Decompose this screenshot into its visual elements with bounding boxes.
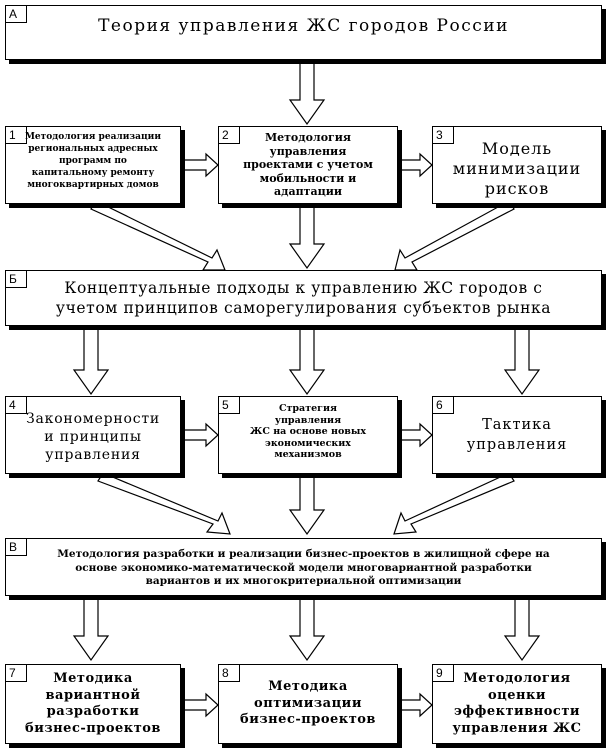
box-1-line: капитальному ремонту [31,168,155,178]
box-9-line: управления ЖС [452,720,582,736]
box-1-line: региональных адресных [28,144,158,154]
arrow-5-to-6 [397,422,433,448]
section-b-line: Концептуальные подходы к управлению ЖС г… [64,279,543,297]
box-6-line: Тактика [482,417,552,433]
box-7-line: вариантной [45,687,141,703]
box-7-line: разработки [46,704,140,719]
arrow-7-to-8 [180,692,219,718]
arrow-1-to-b [90,200,226,271]
box-6: 6 Тактика управления [432,396,602,474]
box-6-line: управления [466,437,568,453]
arrow-4-to-5 [180,422,219,448]
box-1-line: многоквартирных домов [27,180,159,190]
box-4-line: управления [45,447,141,463]
box-9-line: оценки [487,687,547,703]
box-4: 4 Закономерности и принципы управления [5,396,181,474]
arrow-2-to-b [288,203,326,270]
box-3-line: рисков [484,179,550,198]
box-7: 7 Методика вариантной разработки бизнес-… [5,664,181,744]
box-6-number: 6 [432,396,454,414]
box-8-line: оптимизации [254,695,362,711]
box-5-text: Стратегия управления ЖС на основе новых … [219,403,397,461]
box-8: 8 Методика оптимизации бизнес-проектов [218,664,398,744]
box-1-text: Методология реализации региональных адре… [6,131,180,191]
box-2-text: Методология управления проектами с учето… [219,131,397,199]
arrow-5-to-v [288,475,326,536]
box-4-number: 4 [5,396,27,414]
box-3-text: Модель минимизации рисков [433,139,601,199]
arrow-3-to-b [394,200,515,271]
box-7-line: Методика [53,671,133,686]
box-3-number: 3 [432,126,454,144]
arrow-b-to-5 [288,327,326,396]
box-1: 1 Методология реализации региональных ад… [5,126,181,204]
box-9-number: 9 [432,664,454,682]
arrow-a-to-2 [288,61,326,126]
box-2-number: 2 [218,126,240,144]
box-3-line: минимизации [452,159,582,178]
box-2-line: адаптации [273,185,343,198]
box-7-text: Методика вариантной разработки бизнес-пр… [6,671,180,737]
arrow-b-to-4 [72,327,110,396]
arrow-2-to-3 [397,152,433,178]
box-8-line: Методика [268,679,348,694]
box-8-number: 8 [218,664,240,682]
box-5-number: 5 [218,396,240,414]
section-a-tag: А [5,5,27,23]
arrow-6-to-v [393,472,515,535]
box-4-line: и принципы [44,429,142,445]
box-9-text: Методология оценки эффективности управле… [433,671,601,737]
box-5: 5 Стратегия управления ЖС на основе новы… [218,396,398,474]
box-2-line: мобильности и [259,171,357,185]
arrow-v-to-7 [72,597,110,662]
box-3: 3 Модель минимизации рисков [432,126,602,204]
box-2: 2 Методология управления проектами с уче… [218,126,398,204]
box-6-text: Тактика управления [433,415,601,455]
box-9: 9 Методология оценки эффективности управ… [432,664,602,744]
box-4-line: Закономерности [25,411,161,427]
section-v-tag: В [5,538,27,556]
section-a-box: А Теория управления ЖС городов России [5,5,602,60]
arrow-8-to-9 [397,692,433,718]
box-9-line: эффективности [453,704,581,719]
arrow-4-to-v [97,472,231,535]
section-v-line: вариантов и их многокритериальной оптими… [145,575,462,587]
box-7-line: бизнес-проектов [25,720,161,736]
box-8-line: бизнес-проектов [240,712,376,727]
section-v-text: Методология разработки и реализации бизн… [6,548,601,589]
box-7-number: 7 [5,664,27,682]
box-5-line: ЖС на основе новых [249,426,367,437]
arrow-v-to-8 [288,597,326,662]
section-b-text: Концептуальные подходы к управлению ЖС г… [6,278,601,318]
box-2-line: Методология [264,131,352,144]
section-b-tag: Б [5,270,27,288]
arrow-v-to-9 [503,597,541,662]
section-v-line: Методология разработки и реализации бизн… [57,548,550,560]
box-2-line: проектами с учетом [243,158,373,171]
box-1-number: 1 [5,126,27,144]
section-v-box: В Методология разработки и реализации би… [5,538,602,596]
box-8-text: Методика оптимизации бизнес-проектов [219,679,397,729]
box-1-line: программ по [59,156,127,166]
box-4-text: Закономерности и принципы управления [6,410,180,464]
box-5-line: механизмов [274,449,342,460]
box-2-line: управления [269,144,347,158]
box-3-line: Модель [481,139,553,158]
box-5-line: экономических [265,437,351,449]
arrow-1-to-2 [180,152,219,178]
section-v-line: основе экономико-математической модели м… [75,561,532,574]
section-a-title: Теория управления ЖС городов России [98,16,509,36]
box-5-line: управления [274,414,342,426]
section-b-line: учетом принципов саморегулирования субъе… [55,299,552,317]
box-1-line: Методология реализации [24,132,162,142]
box-9-line: Методология [463,671,571,686]
section-b-box: Б Концептуальные подходы к управлению ЖС… [5,270,602,326]
arrow-b-to-6 [503,327,541,396]
box-5-line: Стратегия [278,403,338,414]
